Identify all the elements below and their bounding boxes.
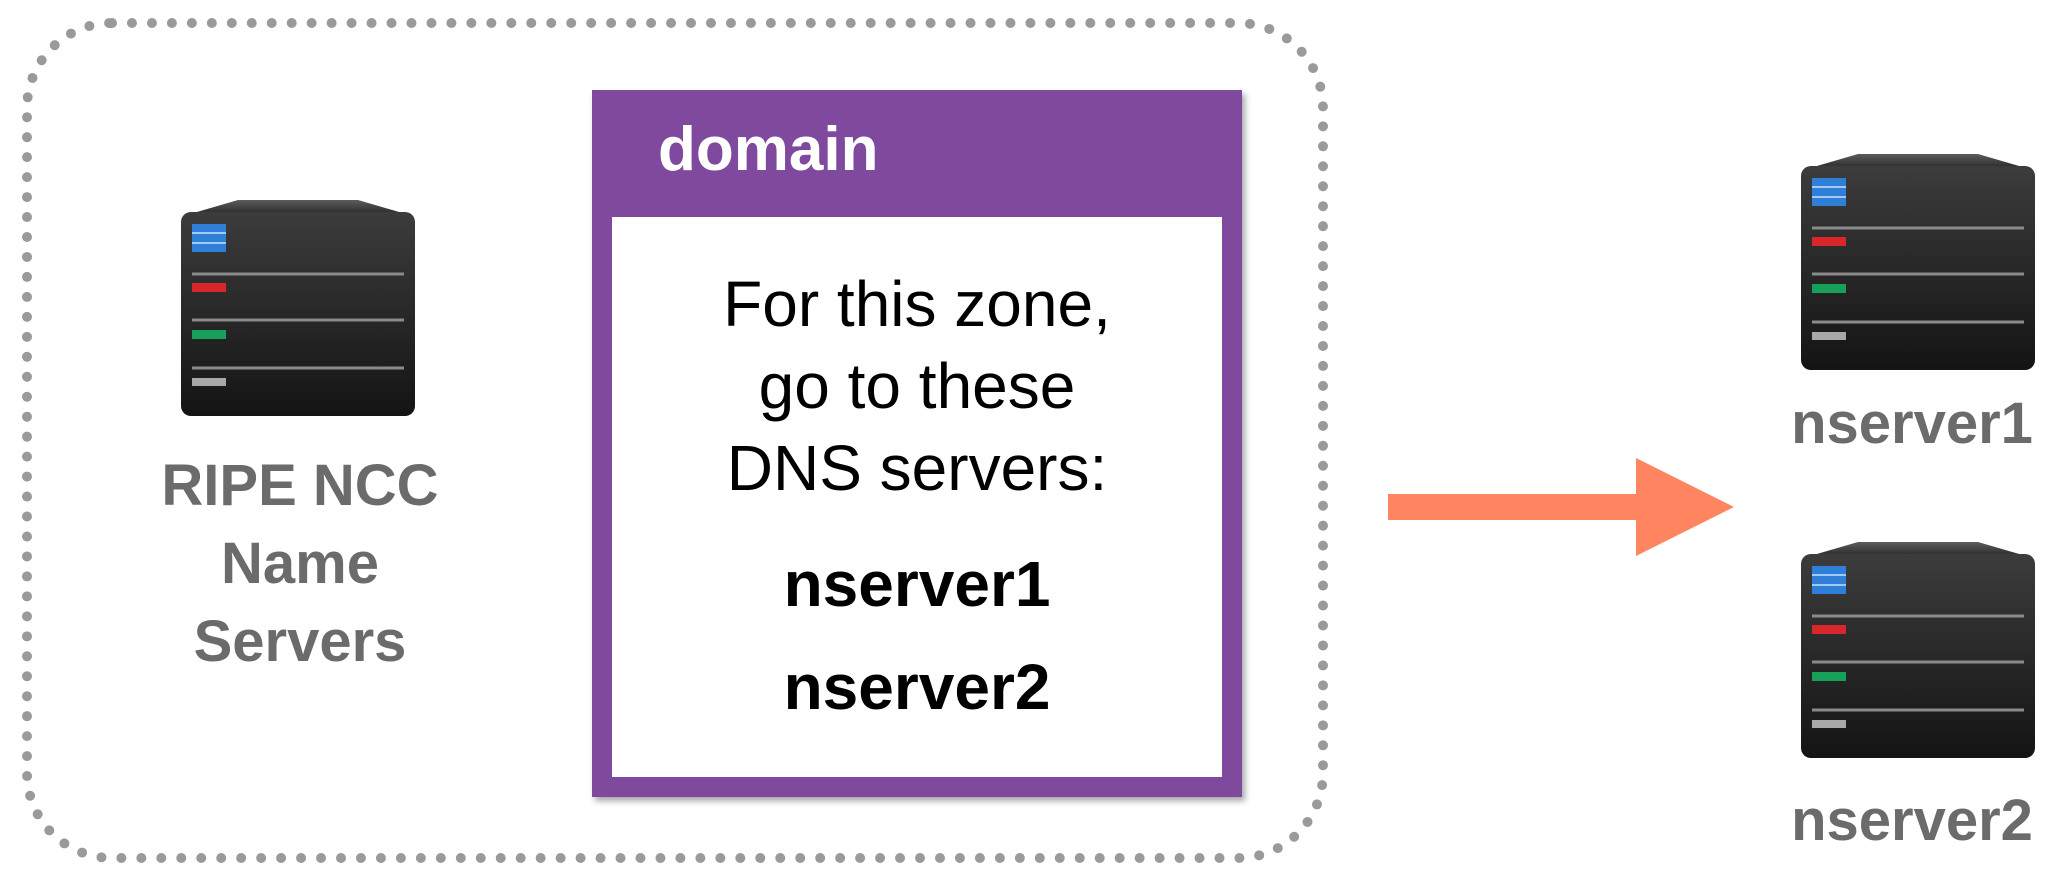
domain-object: domain For this zone, go to these DNS se…	[592, 90, 1242, 797]
domain-nserver-2: nserver2	[783, 651, 1051, 723]
domain-title: domain	[658, 115, 879, 184]
nserver2-label: nserver2	[1791, 788, 2033, 853]
arrow-right-icon	[1388, 458, 1734, 556]
domain-description-line-3: DNS servers:	[726, 432, 1108, 504]
domain-content: For this zone, go to these DNS servers: …	[612, 217, 1222, 777]
ripe-ncc-label-line-2: Name	[221, 531, 379, 596]
domain-description: For this zone, go to these DNS servers:	[612, 263, 1222, 509]
nserver1-label: nserver1	[1791, 391, 2033, 456]
registry-boundary	[22, 18, 1328, 863]
nserver1-server-icon	[1798, 152, 2038, 372]
domain-nserver-1: nserver1	[783, 548, 1051, 620]
ripe-ncc-label-line-3: Servers	[193, 609, 407, 674]
ripe-ncc-label-line-1: RIPE NCC	[161, 453, 439, 518]
nserver2-server-icon	[1798, 540, 2038, 760]
domain-description-line-2: go to these	[758, 350, 1076, 422]
ripe-ncc-label: RIPE NCC Name Servers	[120, 447, 480, 681]
domain-description-line-1: For this zone,	[723, 268, 1111, 340]
ripe-ncc-server-icon	[178, 198, 418, 418]
